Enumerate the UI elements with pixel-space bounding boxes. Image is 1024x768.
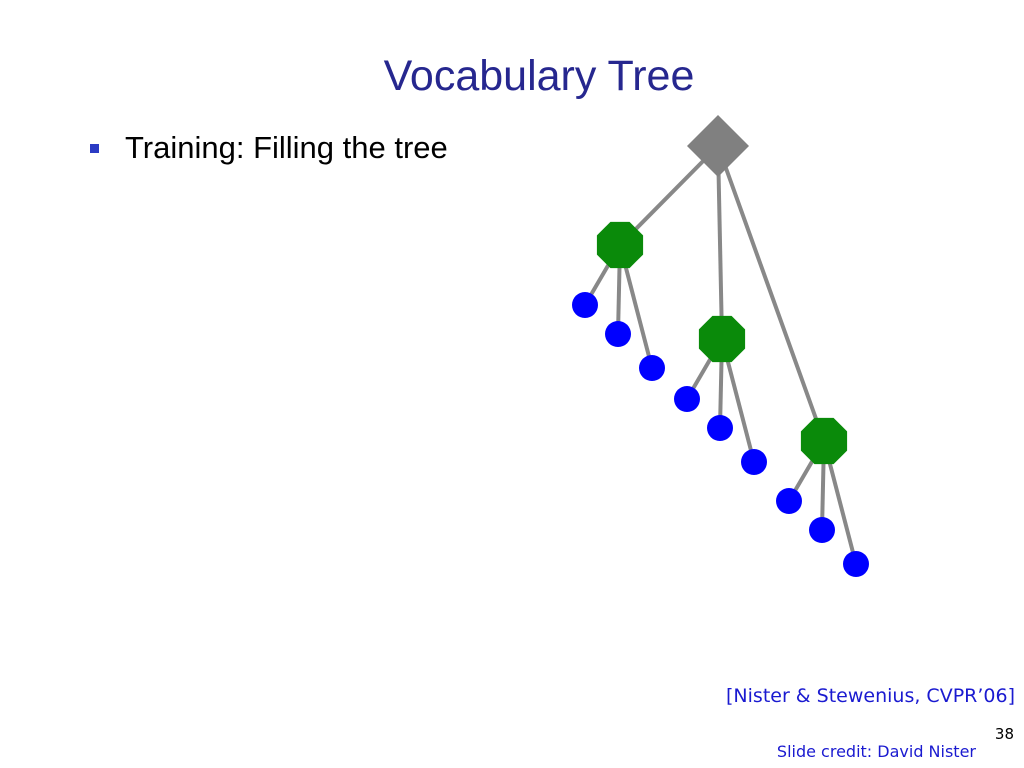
square-bullet-icon xyxy=(90,143,99,153)
octagon-node-icon xyxy=(596,221,644,269)
circle-leaf-icon xyxy=(639,355,665,381)
bullet-text: Training: Filling the tree xyxy=(125,130,448,165)
circle-leaf-icon xyxy=(605,321,631,347)
circle-leaf-icon xyxy=(776,488,802,514)
octagon-node-icon xyxy=(698,315,746,363)
slide-title: Vocabulary Tree xyxy=(383,52,695,100)
circle-leaf-icon xyxy=(572,292,598,318)
tree-nodes xyxy=(572,115,869,577)
circle-leaf-icon xyxy=(707,415,733,441)
slide-number: 38 xyxy=(994,725,1014,743)
bullet-item: Training: Filling the tree xyxy=(90,130,448,166)
tree-edge xyxy=(716,145,826,442)
circle-leaf-icon xyxy=(809,517,835,543)
citation: [Nister & Stewenius, CVPR’06] xyxy=(726,685,1015,707)
tree-edge xyxy=(716,145,724,340)
diamond-root-icon xyxy=(687,115,749,177)
tree-edge xyxy=(618,144,720,247)
circle-leaf-icon xyxy=(741,449,767,475)
circle-leaf-icon xyxy=(843,551,869,577)
octagon-node-icon xyxy=(800,417,848,465)
circle-leaf-icon xyxy=(674,386,700,412)
slide-credit: Slide credit: David Nister xyxy=(776,742,976,761)
